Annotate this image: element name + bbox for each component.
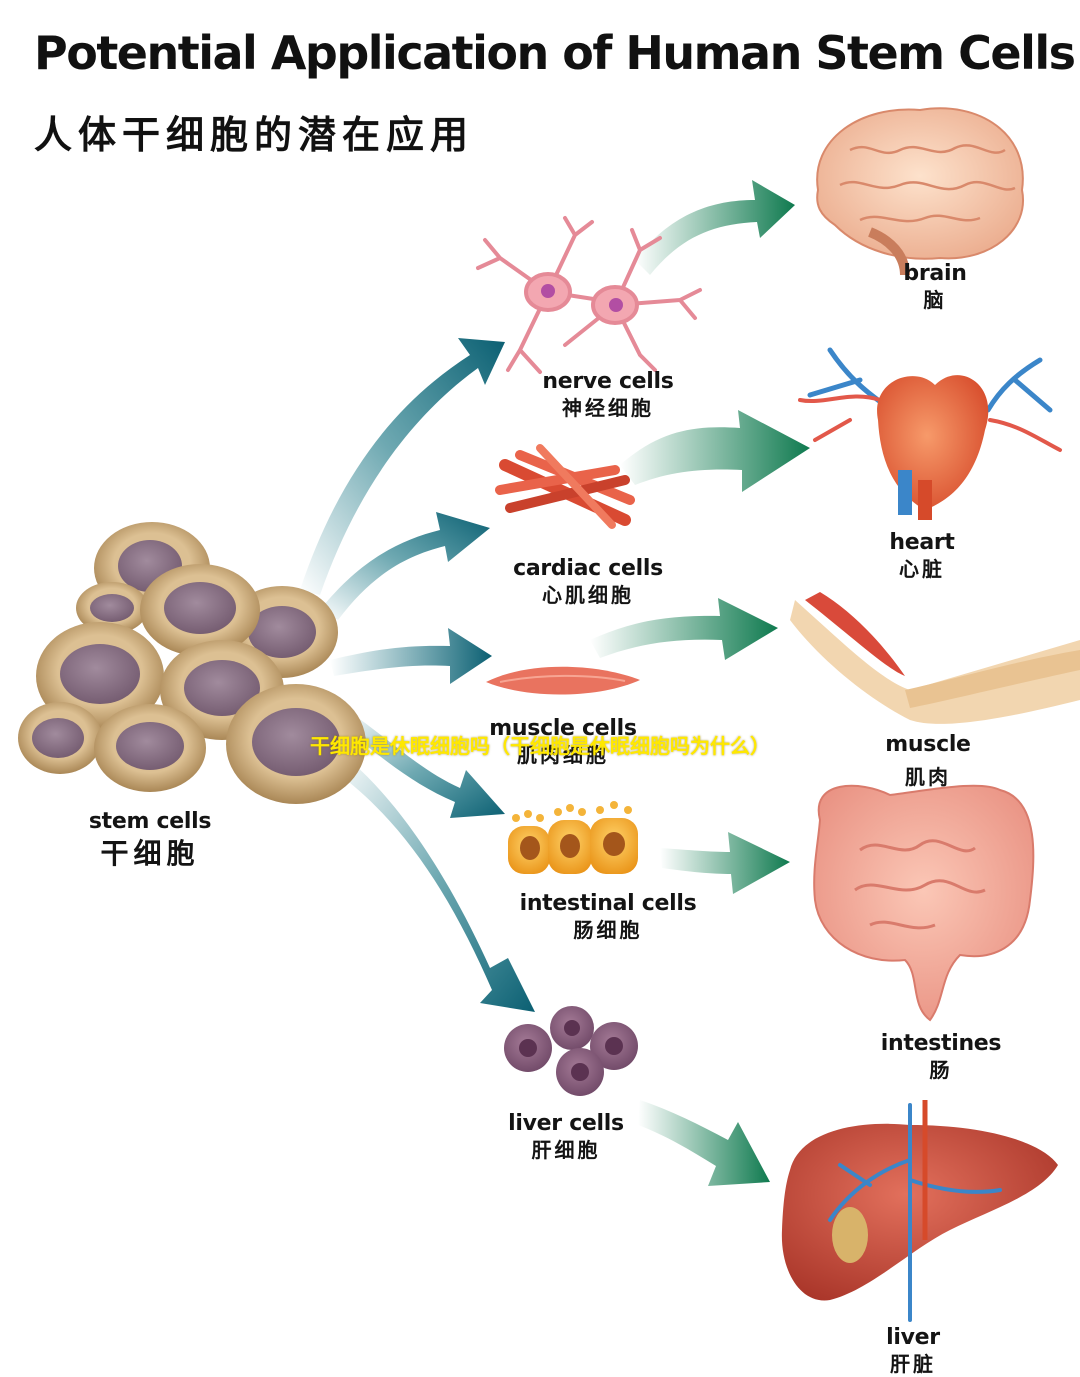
arrows-to-cells bbox=[300, 338, 535, 1012]
heart-label: heart 心脏 bbox=[889, 530, 955, 581]
arm-muscle-illustration bbox=[790, 592, 1080, 724]
arrow-to-intestinal-cells bbox=[344, 712, 505, 818]
nerve-cells-illustration bbox=[476, 216, 702, 374]
stem-cells-label-zh: 干细胞 bbox=[100, 836, 200, 870]
intestinal-cells-label: intestinal cells 肠细胞 bbox=[519, 891, 697, 942]
liver-cells-illustration bbox=[504, 1006, 638, 1096]
muscle-cell-illustration bbox=[486, 666, 640, 695]
liver-label: liver 肝脏 bbox=[886, 1325, 940, 1376]
stem-cells-label: stem cells 干细胞 bbox=[80, 808, 220, 871]
cardiac-cells-label: cardiac cells 心肌细胞 bbox=[513, 556, 663, 607]
liver-illustration bbox=[781, 1100, 1058, 1322]
brain-illustration bbox=[816, 107, 1025, 276]
overlay-caption: 干细胞是休眠细胞吗（干细胞是休眠细胞吗为什么） bbox=[310, 734, 770, 758]
muscle-label: muscle 肌肉 bbox=[885, 732, 971, 789]
arrow-to-muscle-cells bbox=[330, 628, 492, 684]
arrow-to-brain bbox=[635, 180, 795, 275]
stem-cells-label-en: stem cells bbox=[88, 809, 212, 834]
arrow-to-nerve-cells bbox=[300, 338, 505, 595]
arrow-to-heart bbox=[620, 410, 810, 492]
page-title: Potential Application of Human Stem Cell… bbox=[34, 26, 1076, 80]
arrow-to-liver bbox=[638, 1100, 770, 1186]
nerve-cells-label: nerve cells 神经细胞 bbox=[542, 369, 674, 420]
intestines-illustration bbox=[813, 784, 1035, 1022]
page-subtitle: 人体干细胞的潜在应用 bbox=[34, 113, 475, 157]
arrow-to-cardiac-cells bbox=[320, 512, 490, 620]
brain-label: brain 脑 bbox=[903, 261, 967, 312]
muscle-cells-label: muscle cells 肌肉细胞 bbox=[489, 716, 637, 767]
heart-illustration bbox=[798, 347, 1062, 520]
arrows-to-organs bbox=[590, 180, 810, 1186]
intestinal-cells-illustration bbox=[508, 801, 638, 874]
arrow-to-liver-cells bbox=[336, 752, 535, 1012]
cardiac-cells-illustration bbox=[495, 444, 635, 529]
stem-cells-cluster bbox=[18, 522, 366, 804]
intestines-label: intestines 肠 bbox=[880, 1031, 1002, 1082]
liver-cells-label: liver cells 肝细胞 bbox=[508, 1111, 624, 1162]
arrow-to-muscle bbox=[590, 598, 778, 660]
arrow-to-intestines bbox=[660, 832, 790, 894]
